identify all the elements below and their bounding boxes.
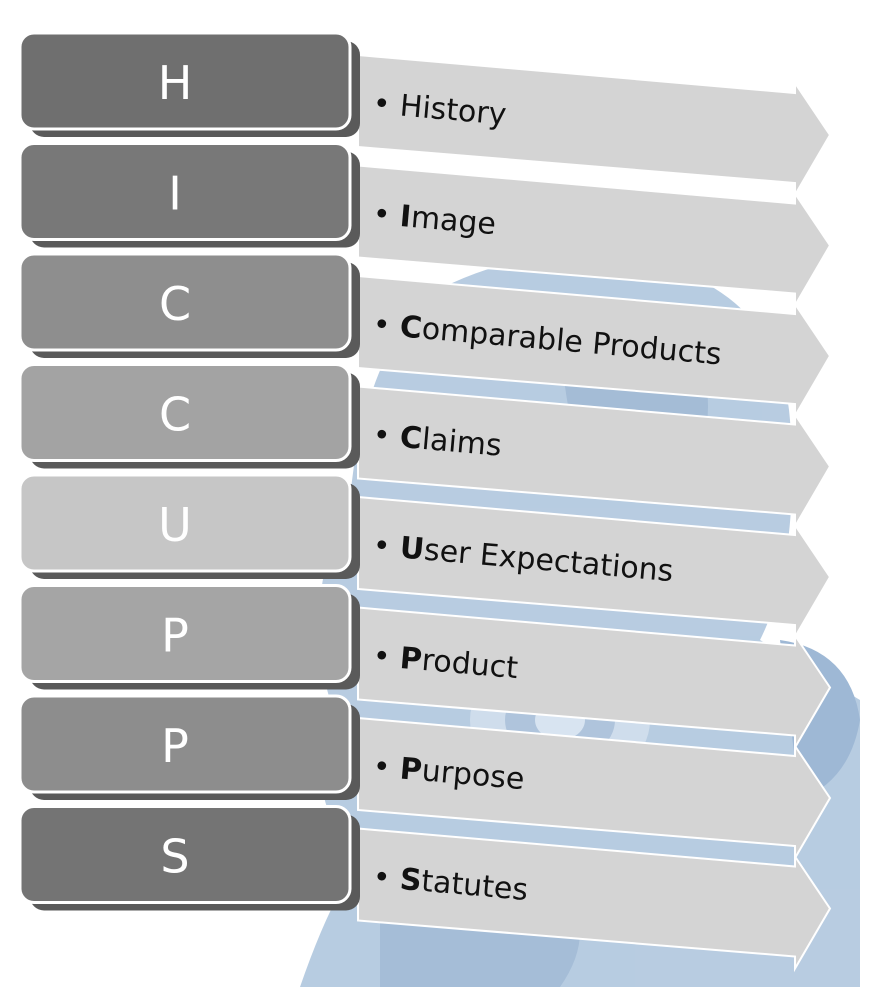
label-rest: laims bbox=[420, 422, 503, 464]
label-initial: U bbox=[398, 530, 425, 567]
bullet: • bbox=[371, 307, 401, 344]
row-label: • History bbox=[371, 86, 508, 133]
label-initial: C bbox=[398, 309, 423, 346]
acronym-letter: U bbox=[158, 498, 192, 552]
row-arrow bbox=[357, 495, 832, 641]
row-label: • Product bbox=[371, 639, 519, 687]
acronym-letter: C bbox=[159, 277, 191, 331]
bullet: • bbox=[371, 418, 401, 455]
acronym-letter: I bbox=[168, 167, 182, 221]
acronym-letter: P bbox=[161, 609, 189, 663]
label-rest: roduct bbox=[420, 643, 519, 686]
letter-box bbox=[18, 363, 352, 462]
acronym-row: P• Product bbox=[18, 584, 832, 752]
bullet: • bbox=[371, 639, 401, 676]
row-label: • Image bbox=[371, 197, 497, 243]
letter-box bbox=[18, 252, 352, 352]
acronym-letter: S bbox=[160, 830, 189, 884]
row-label: • Claims bbox=[371, 418, 503, 464]
letter-box bbox=[18, 142, 352, 241]
acronym-row: C• Claims bbox=[18, 363, 832, 531]
row-arrow bbox=[357, 716, 832, 862]
acronym-row: C• Comparable Products bbox=[18, 252, 832, 420]
acronym-letter: P bbox=[161, 719, 189, 773]
letter-box bbox=[18, 694, 352, 794]
acronym-letter: C bbox=[159, 388, 191, 442]
label-initial: P bbox=[398, 751, 423, 788]
row-arrow bbox=[357, 385, 832, 531]
bullet: • bbox=[371, 528, 401, 565]
acronym-row: I• Image bbox=[18, 142, 832, 310]
letter-box bbox=[18, 584, 352, 683]
row-arrow bbox=[357, 164, 832, 310]
row-arrow bbox=[357, 53, 832, 199]
bullet: • bbox=[371, 86, 401, 123]
row-arrow bbox=[357, 606, 832, 752]
letter-box bbox=[18, 473, 352, 573]
label-initial: P bbox=[398, 641, 423, 678]
acronym-letter: H bbox=[158, 56, 193, 110]
row-arrow bbox=[357, 827, 832, 973]
label-initial: C bbox=[398, 420, 423, 457]
label-rest: mage bbox=[410, 200, 498, 242]
label-initial: S bbox=[398, 862, 423, 899]
letter-box bbox=[18, 31, 352, 131]
bullet: • bbox=[371, 860, 401, 897]
acronym-row: S• Statutes bbox=[18, 805, 832, 973]
label-initial: I bbox=[398, 199, 412, 235]
bullet: • bbox=[371, 749, 401, 786]
row-arrow bbox=[357, 274, 832, 420]
acronym-row: P• Purpose bbox=[18, 694, 832, 862]
letter-box bbox=[18, 805, 352, 904]
acronym-row: U• User Expectations bbox=[18, 473, 832, 641]
bullet: • bbox=[371, 197, 401, 234]
acronym-row: H • History bbox=[18, 31, 832, 199]
